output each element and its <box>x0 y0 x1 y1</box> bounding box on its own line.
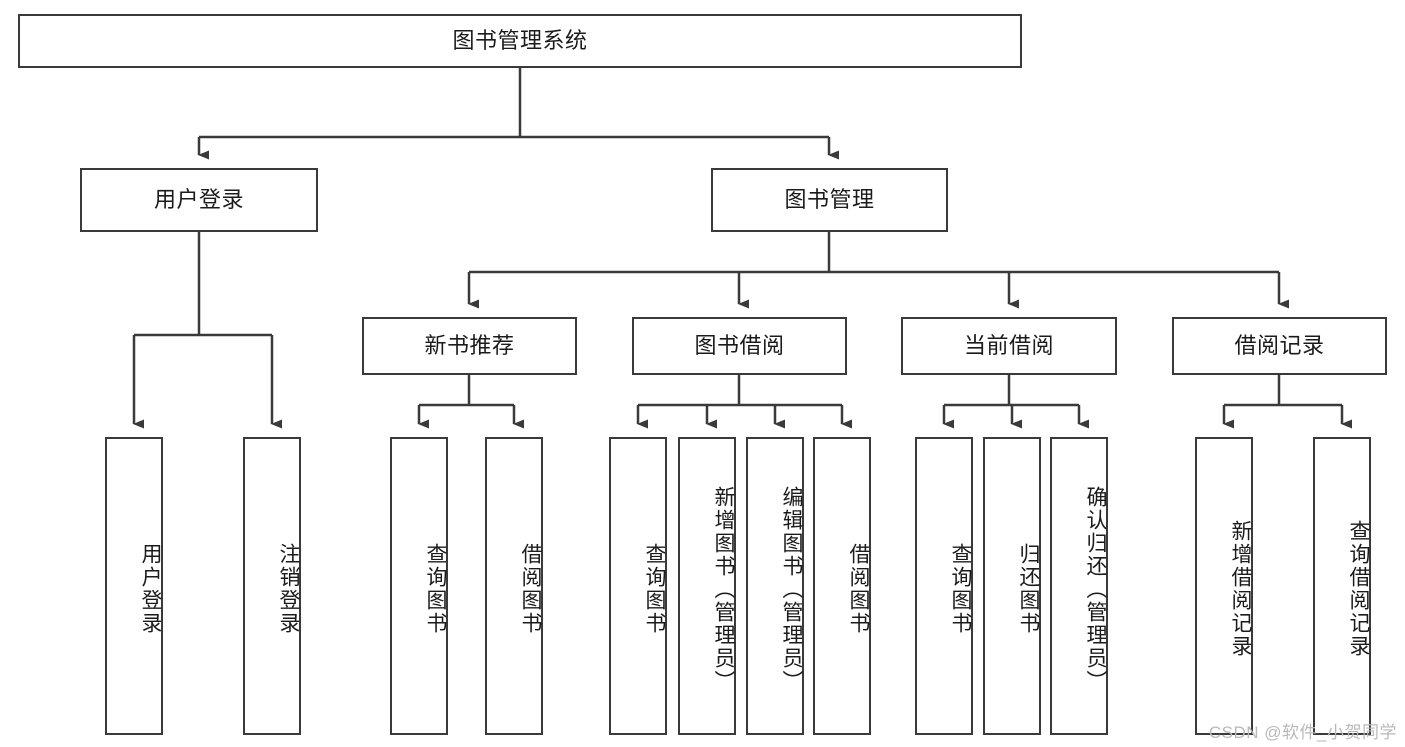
node-leaf-current-return[interactable]: 归还图书 <box>983 437 1041 735</box>
node-root[interactable]: 图书管理系统 <box>18 14 1022 68</box>
node-leaf-record-query[interactable]: 查询借阅记录 <box>1313 437 1371 735</box>
node-leaf-user-logout[interactable]: 注销登录 <box>243 437 301 735</box>
node-label: 用户登录 <box>153 187 244 213</box>
node-label: 当前借阅 <box>963 333 1054 359</box>
node-leaf-record-add[interactable]: 新增借阅记录 <box>1195 437 1253 735</box>
node-label: 图书管理 <box>784 187 875 213</box>
node-label: 借阅图书 <box>847 543 870 635</box>
node-leaf-user-login[interactable]: 用户登录 <box>105 437 163 735</box>
node-newbook[interactable]: 新书推荐 <box>362 317 577 375</box>
node-borrow[interactable]: 图书借阅 <box>632 317 847 375</box>
node-label: 借阅记录 <box>1234 333 1325 359</box>
node-label: 查询借阅记录 <box>1347 520 1370 658</box>
node-bookmgmt[interactable]: 图书管理 <box>711 168 948 232</box>
node-label: 新书推荐 <box>424 333 515 359</box>
node-records[interactable]: 借阅记录 <box>1172 317 1387 375</box>
node-label: 确认归还（管理员） <box>1084 485 1107 693</box>
node-leaf-current-query[interactable]: 查询图书 <box>915 437 973 735</box>
node-leaf-borrow-edit[interactable]: 编辑图书（管理员） <box>746 437 804 735</box>
node-leaf-new-borrow[interactable]: 借阅图书 <box>485 437 543 735</box>
watermark-text: CSDN @软件_小贺同学 <box>1208 723 1397 742</box>
node-label: 查询图书 <box>643 543 666 635</box>
node-login[interactable]: 用户登录 <box>80 168 318 232</box>
node-label: 编辑图书（管理员） <box>780 485 803 693</box>
node-label: 图书管理系统 <box>452 28 588 54</box>
node-current[interactable]: 当前借阅 <box>901 317 1117 375</box>
node-label: 注销登录 <box>277 543 300 635</box>
node-leaf-current-confirm[interactable]: 确认归还（管理员） <box>1050 437 1108 735</box>
node-label: 归还图书 <box>1017 543 1040 635</box>
node-label: 新增借阅记录 <box>1229 520 1252 658</box>
node-leaf-borrow-query[interactable]: 查询图书 <box>609 437 667 735</box>
node-leaf-new-query[interactable]: 查询图书 <box>390 437 448 735</box>
node-leaf-borrow-lend[interactable]: 借阅图书 <box>813 437 871 735</box>
node-label: 查询图书 <box>424 543 447 635</box>
node-label: 新增图书（管理员） <box>712 485 735 693</box>
node-leaf-borrow-add[interactable]: 新增图书（管理员） <box>678 437 736 735</box>
node-label: 图书借阅 <box>694 333 785 359</box>
node-label: 查询图书 <box>949 543 972 635</box>
node-label: 用户登录 <box>139 543 162 635</box>
node-label: 借阅图书 <box>519 543 542 635</box>
